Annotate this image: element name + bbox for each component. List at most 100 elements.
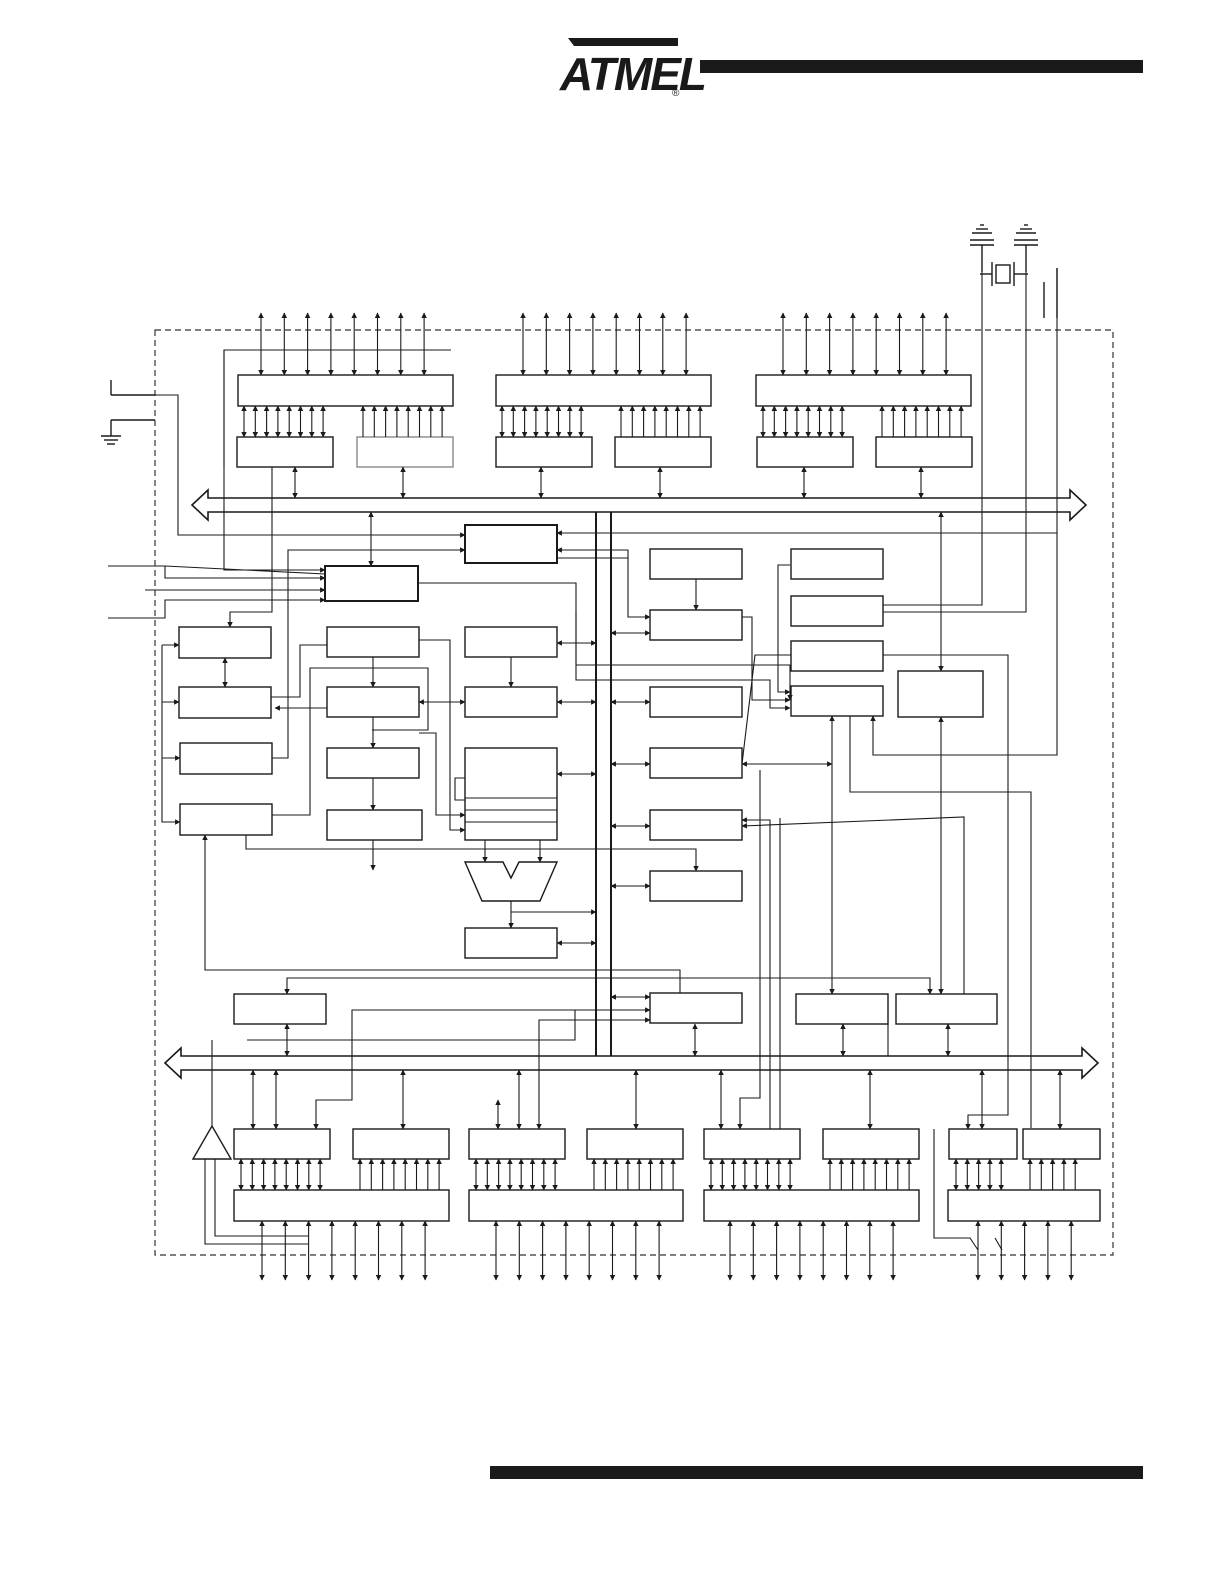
lower-data-bus: [163, 1046, 1100, 1080]
oscillator: [790, 595, 884, 627]
signal-wire: [575, 612, 791, 711]
data-register-c: [756, 436, 854, 468]
status-register: [464, 927, 558, 959]
data-direction-register-b: [614, 436, 712, 468]
analog-mux: [178, 626, 272, 659]
comparator-icon: [191, 1124, 233, 1160]
atmel-logo: ATMEL ®: [559, 38, 707, 100]
signal-wire: [155, 394, 466, 538]
signal-wire: [994, 1237, 1003, 1251]
signal-wire: [849, 716, 1032, 1128]
data-direction-register-a: [356, 436, 454, 468]
signal-wire: [313, 1007, 651, 1130]
ground-icon: [101, 380, 155, 445]
interrupt-unit: [790, 685, 884, 717]
signal-wire: [108, 565, 326, 581]
signal-wire: [223, 350, 326, 573]
internal-oscillator: [790, 548, 884, 580]
port-drivers-c: [755, 374, 972, 407]
jtag-interface: [464, 524, 558, 564]
data-direction-register-c: [875, 436, 973, 468]
timer-counter-0: [649, 747, 743, 779]
top-port-groups: [236, 374, 973, 468]
signal-wire: [419, 732, 466, 818]
eeprom: [897, 670, 984, 718]
signal-wire: [247, 1010, 576, 1041]
timer-counter-1: [649, 809, 743, 841]
adc: [178, 686, 272, 719]
watchdog-timer: [790, 640, 884, 672]
upper-data-bus: [190, 488, 1088, 522]
data-register-e: [468, 1128, 566, 1160]
vcc-icon: [970, 224, 994, 272]
supply-symbols: [101, 224, 1058, 445]
signal-wire: [418, 582, 793, 701]
pin-connectors: [238, 312, 1078, 1281]
data-direction-register-g: [1022, 1128, 1101, 1160]
instruction-decoder: [326, 809, 423, 841]
signal-wire: [284, 977, 933, 995]
signal-wire: [223, 349, 451, 467]
data-register-d: [233, 1128, 331, 1160]
signal-wire: [214, 1159, 308, 1237]
signal-wire: [272, 547, 466, 759]
signal-wire: [245, 835, 699, 872]
signal-wire: [737, 770, 761, 1130]
signal-wire: [454, 777, 465, 801]
alu-icon: [463, 861, 559, 902]
data-register-a: [236, 436, 334, 468]
data-direction-register-d: [352, 1128, 450, 1160]
header-rule: [700, 60, 1143, 73]
stack-pointer: [464, 626, 558, 658]
signal-wire: [883, 272, 983, 606]
crystal-icon: [980, 262, 1028, 286]
signal-wire: [227, 467, 273, 628]
port-drivers-e: [468, 1189, 684, 1222]
signal-wire: [742, 616, 791, 703]
signal-wire: [161, 645, 181, 825]
port-drivers-f: [703, 1189, 920, 1222]
footer-rule: [490, 1466, 1143, 1479]
analog-comparator-control: [179, 803, 273, 836]
signal-wire: [556, 547, 651, 620]
usart: [649, 992, 743, 1024]
oscillator-select: [895, 993, 998, 1025]
port-drivers-a: [237, 374, 454, 407]
signal-wire: [883, 272, 1027, 613]
signal-wiring: [108, 268, 1063, 1251]
timing-control-b: [649, 609, 743, 641]
adc-control: [179, 742, 273, 775]
signal-wire: [108, 597, 326, 619]
timing-control-a: [649, 548, 743, 580]
signal-wire: [204, 1159, 308, 1245]
signal-wire: [741, 816, 965, 994]
logo-text: ATMEL: [559, 48, 705, 100]
registered-mark: ®: [672, 88, 680, 99]
data-register-b: [495, 436, 593, 468]
instruction-register: [326, 747, 420, 779]
signal-wire: [271, 644, 327, 698]
port-drivers-g: [947, 1189, 1101, 1222]
data-direction-register-f: [822, 1128, 920, 1160]
port-drivers-d: [233, 1189, 450, 1222]
signal-wire: [419, 639, 466, 833]
twi: [233, 993, 327, 1025]
timer-counter-2: [649, 870, 743, 902]
signal-wire: [536, 1017, 651, 1130]
signal-wire: [741, 654, 791, 765]
general-purpose-registers: [464, 747, 558, 841]
spi: [795, 993, 889, 1025]
sram: [464, 686, 558, 718]
data-register-f: [703, 1128, 801, 1160]
port-drivers-b: [495, 374, 712, 407]
signal-wire: [883, 654, 1009, 1130]
program-flash: [326, 686, 420, 718]
signal-wire: [777, 564, 791, 695]
programming-logic: [324, 565, 419, 602]
signal-wire: [870, 268, 1058, 756]
signal-wire: [272, 667, 429, 816]
bottom-port-groups: [191, 1124, 1101, 1222]
program-counter: [326, 626, 420, 658]
signal-wire: [202, 834, 681, 993]
